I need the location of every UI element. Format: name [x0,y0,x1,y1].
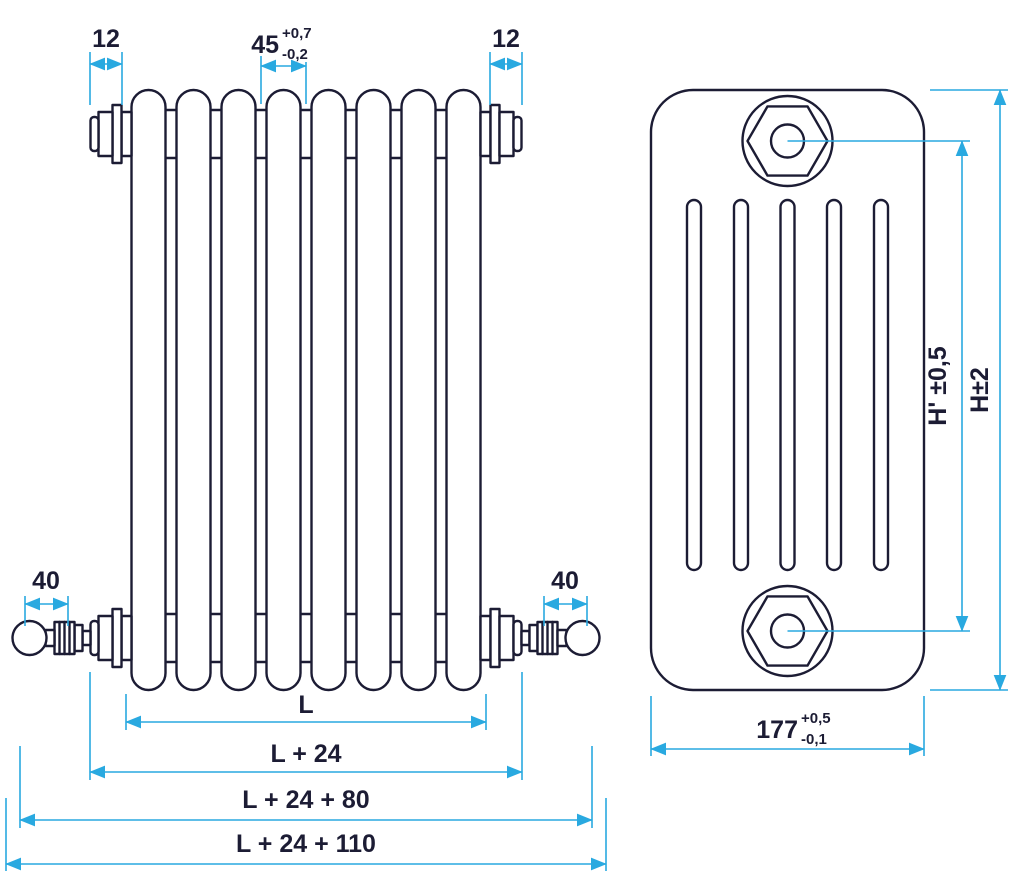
dim-label-length: L [298,691,313,719]
dim-center-distance: H' ±0,5 [787,140,970,632]
dim-label-bushing-right: 12 [492,25,520,53]
dim-label-length-overall: L + 24 + 110 [236,830,376,858]
slot [685,198,703,572]
radiator-tube [220,88,257,692]
dim-length: L [125,691,487,730]
radiator-tube [175,88,212,692]
slot [872,198,890,572]
dim-length-overall: L + 24 + 110 [5,798,607,871]
dim-tol-minus: -0,1 [801,731,827,748]
dim-label-bushing-left: 12 [92,25,120,53]
plug-top-left [89,103,133,165]
dim-tol-minus: -0,2 [282,46,308,63]
dim-valve-left: 40 [24,567,69,626]
radiator-tube [400,88,437,692]
plug-top-right [479,103,523,165]
dim-label-element-pitch: 45 [251,31,279,59]
slot [825,198,843,572]
dim-label-length-plus-valves: L + 24 + 80 [242,786,369,814]
dim-length-plus-valves: L + 24 + 80 [19,746,593,828]
dim-depth: 177 +0,5 -0,1 [650,696,925,756]
dim-bushing-left: 12 [89,25,123,105]
dim-label-valve-left: 40 [32,567,60,595]
radiator-tube [310,88,347,692]
radiator-tube [265,88,302,692]
dim-overall-height: H±2 [930,89,1008,691]
radiator-columns [130,88,482,692]
radiator-tube [445,88,482,692]
dim-length-plus-bushings: L + 24 [89,672,523,780]
plug-bottom-right [479,607,523,669]
valve-bottom-right [520,619,601,657]
slot [779,198,796,572]
dim-label-overall-height: H±2 [966,367,994,413]
dim-valve-right: 40 [543,567,588,626]
side-view [649,88,926,692]
dim-bushing-right: 12 [489,25,523,105]
valve-bottom-left [11,619,92,657]
radiator-tube [355,88,392,692]
dim-tol-plus: +0,5 [801,710,831,727]
dim-label-center-distance: H' ±0,5 [924,346,952,426]
plug-bottom-left [89,607,133,669]
dim-label-depth: 177 [756,716,798,744]
slot [732,198,750,572]
dim-tol-plus: +0,7 [282,25,312,42]
front-view [11,88,601,692]
radiator-tube [130,88,167,692]
side-slots [685,198,890,572]
dim-element-pitch: 45 +0,7 -0,2 [251,25,312,104]
dim-label-valve-right: 40 [551,567,579,595]
dim-label-length-plus-bushings: L + 24 [270,740,341,768]
